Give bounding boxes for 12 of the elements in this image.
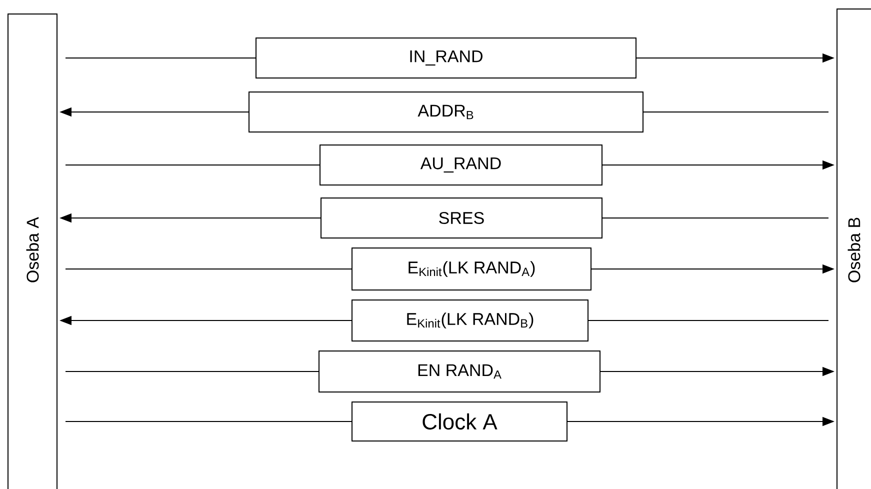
message-box: E$_{Kinit}$(LK RAND$_{B}$) <box>352 300 588 342</box>
lifeline-box <box>8 14 58 489</box>
message-box: ADDR$_{B}$ <box>248 92 644 132</box>
message-box: EN RAND$_{A}$ <box>318 350 600 392</box>
message-box: AU_RAND <box>320 144 602 186</box>
message-box: Clock A <box>352 401 568 442</box>
message-box: SRES <box>320 198 602 238</box>
lifeline-box <box>836 8 871 489</box>
lifeline-label: Oseba A <box>26 216 39 282</box>
lifeline-label: Oseba B <box>848 218 860 282</box>
message-box: E$_{Kinit}$(LK RAND$_{A}$) <box>352 247 592 290</box>
message-box: IN_RAND <box>256 38 636 78</box>
